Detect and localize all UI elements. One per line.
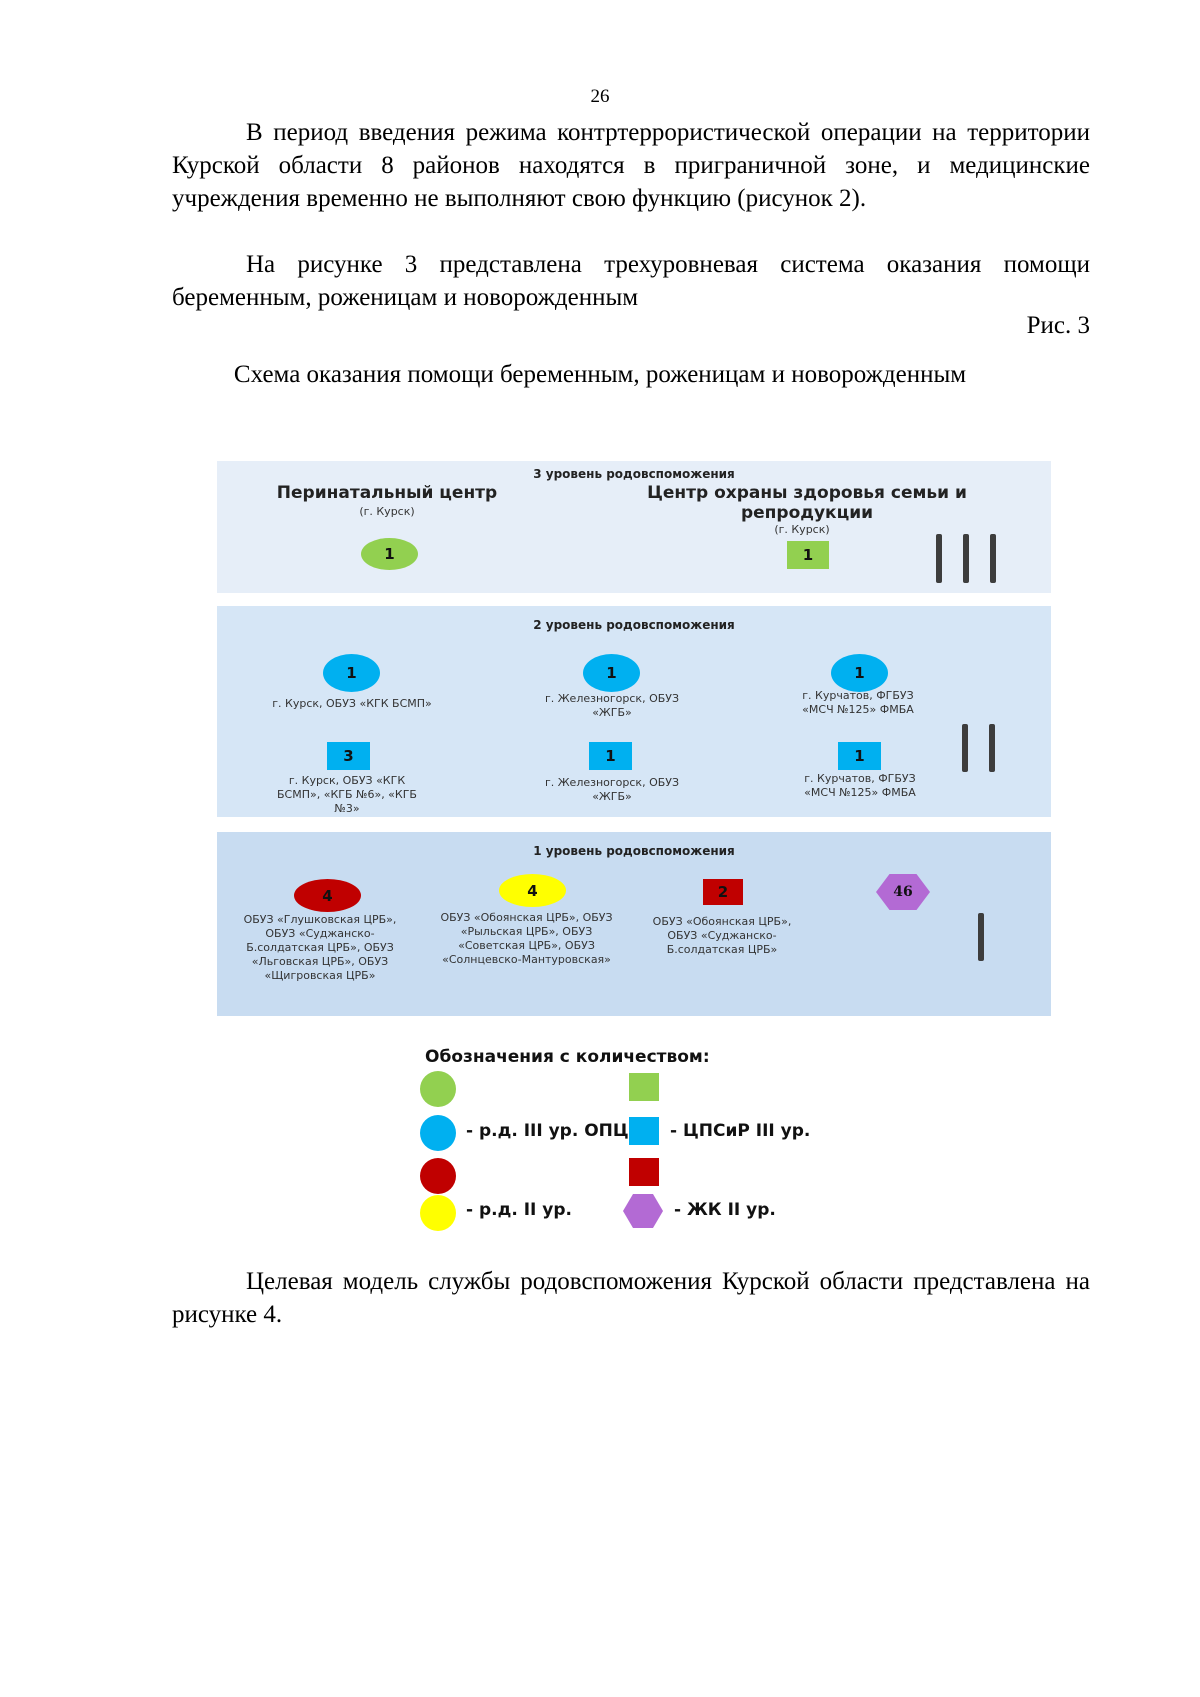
level-1-yellow-oval-caption: ОБУЗ «Обоянская ЦРБ», ОБУЗ «Рыльская ЦРБ… bbox=[440, 911, 613, 966]
level-2-circle-3-caption: г. Курчатов, ФГБУЗ «МСЧ №125» ФМБА bbox=[802, 689, 914, 716]
level-1-red-oval-caption: ОБУЗ «Глушковская ЦРБ», ОБУЗ «Суджанско-… bbox=[243, 913, 397, 982]
level-2-square-2: 1 bbox=[589, 742, 632, 770]
level-2-circle-2-caption: г. Железногорск, ОБУЗ «ЖГБ» bbox=[544, 692, 680, 719]
level-2-circle-3: 1 bbox=[831, 654, 888, 692]
legend-cpsir3: - ЦПСиР III ур. bbox=[670, 1121, 811, 1141]
level-2-circle-1: 1 bbox=[323, 654, 380, 692]
level-3-title: 3 уровень родовспоможения bbox=[533, 467, 735, 481]
legend-rd3-opc: - р.д. III ур. ОПЦ bbox=[466, 1121, 629, 1141]
figure-label: Рис. 3 bbox=[1026, 312, 1090, 339]
legend-rd2: - р.д. II ур. bbox=[466, 1200, 572, 1220]
level-2-circle-1-caption: г. Курск, ОБУЗ «КГК БСМП» bbox=[272, 697, 432, 710]
level-1-yellow-oval: 4 bbox=[499, 874, 566, 907]
level-1-hexagon: 46 bbox=[876, 874, 930, 910]
level-1-red-square-caption: ОБУЗ «Обоянская ЦРБ», ОБУЗ «Суджанско-Б.… bbox=[652, 915, 792, 956]
figure-title: Схема оказания помощи беременным, рожени… bbox=[233, 361, 967, 388]
perinatal-city: (г. Курск) bbox=[359, 505, 415, 518]
legend-green-circle-icon bbox=[420, 1071, 456, 1107]
family-center-title: Центр охраны здоровья семьи и репродукци… bbox=[647, 483, 967, 523]
legend-red-square-icon bbox=[629, 1158, 659, 1186]
level-1-title: 1 уровень родовспоможения bbox=[533, 844, 735, 858]
legend-title: Обозначения с количеством: bbox=[425, 1047, 710, 1067]
level-2-title: 2 уровень родовспоможения bbox=[533, 618, 735, 632]
level-2-square-3-caption: г. Курчатов, ФГБУЗ «МСЧ №125» ФМБА bbox=[804, 772, 916, 799]
roman-numeral-three bbox=[936, 534, 996, 583]
family-center-count-square: 1 bbox=[787, 541, 829, 569]
roman-numeral-one bbox=[978, 913, 984, 961]
level-2-band: 2 уровень родовспоможения 1 г. Курск, ОБ… bbox=[217, 606, 1051, 817]
roman-numeral-two bbox=[962, 724, 995, 772]
level-2-square-1: 3 bbox=[327, 742, 370, 770]
legend-red-circle-icon bbox=[420, 1158, 456, 1194]
level-3-band: 3 уровень родовспоможения Перинатальный … bbox=[217, 461, 1051, 593]
legend-zhk2: - ЖК II ур. bbox=[674, 1200, 776, 1220]
paragraph-2: На рисунке 3 представлена трехуровневая … bbox=[172, 251, 1090, 311]
level-2-square-2-caption: г. Железногорск, ОБУЗ «ЖГБ» bbox=[544, 776, 680, 803]
legend-green-square-icon bbox=[629, 1073, 659, 1101]
legend-blue-circle-icon bbox=[420, 1115, 456, 1151]
level-2-square-1-caption: г. Курск, ОБУЗ «КГК БСМП», «КГБ №6», «КГ… bbox=[277, 774, 417, 815]
level-2-circle-2: 1 bbox=[583, 654, 640, 692]
family-center-city: (г. Курск) bbox=[774, 523, 830, 536]
perinatal-center-title: Перинатальный центр bbox=[276, 483, 498, 503]
legend-purple-hexagon-icon bbox=[623, 1194, 663, 1228]
level-1-red-oval: 4 bbox=[294, 879, 361, 912]
level-1-red-square: 2 bbox=[703, 879, 743, 905]
perinatal-count-oval: 1 bbox=[361, 538, 418, 570]
level-1-band: 1 уровень родовспоможения 4 ОБУЗ «Глушко… bbox=[217, 832, 1051, 1016]
legend-blue-square-icon bbox=[629, 1117, 659, 1145]
paragraph-1: В период введения режима контртеррористи… bbox=[172, 119, 1090, 212]
legend-yellow-circle-icon bbox=[420, 1195, 456, 1231]
page-number: 26 bbox=[590, 86, 610, 107]
level-2-square-3: 1 bbox=[838, 742, 881, 770]
paragraph-3: Целевая модель службы родовспоможения Ку… bbox=[172, 1268, 1090, 1328]
